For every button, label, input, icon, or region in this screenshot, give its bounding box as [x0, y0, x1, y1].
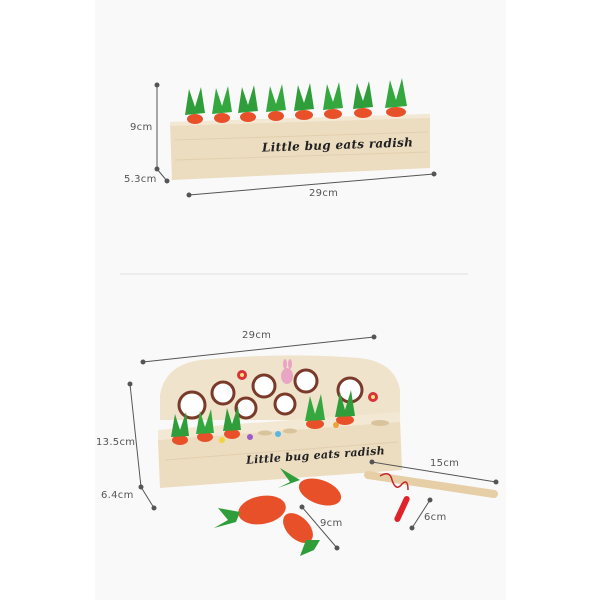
dim-depth-bottom: 6.4cm: [101, 490, 134, 501]
dim-length-top: 29cm: [309, 188, 339, 199]
section-divider: [120, 273, 468, 275]
dim-carrot-length: 9cm: [320, 518, 343, 529]
dim-height-bottom: 13.5cm: [96, 437, 136, 448]
dim-hook-length: 6cm: [424, 512, 447, 523]
dim-depth-top: 5.3cm: [124, 174, 157, 185]
dim-height-top: 9cm: [130, 122, 153, 133]
dim-rod-length: 15cm: [430, 458, 460, 469]
carrot-row: [185, 78, 407, 124]
dim-length-bottom: 29cm: [242, 330, 272, 341]
